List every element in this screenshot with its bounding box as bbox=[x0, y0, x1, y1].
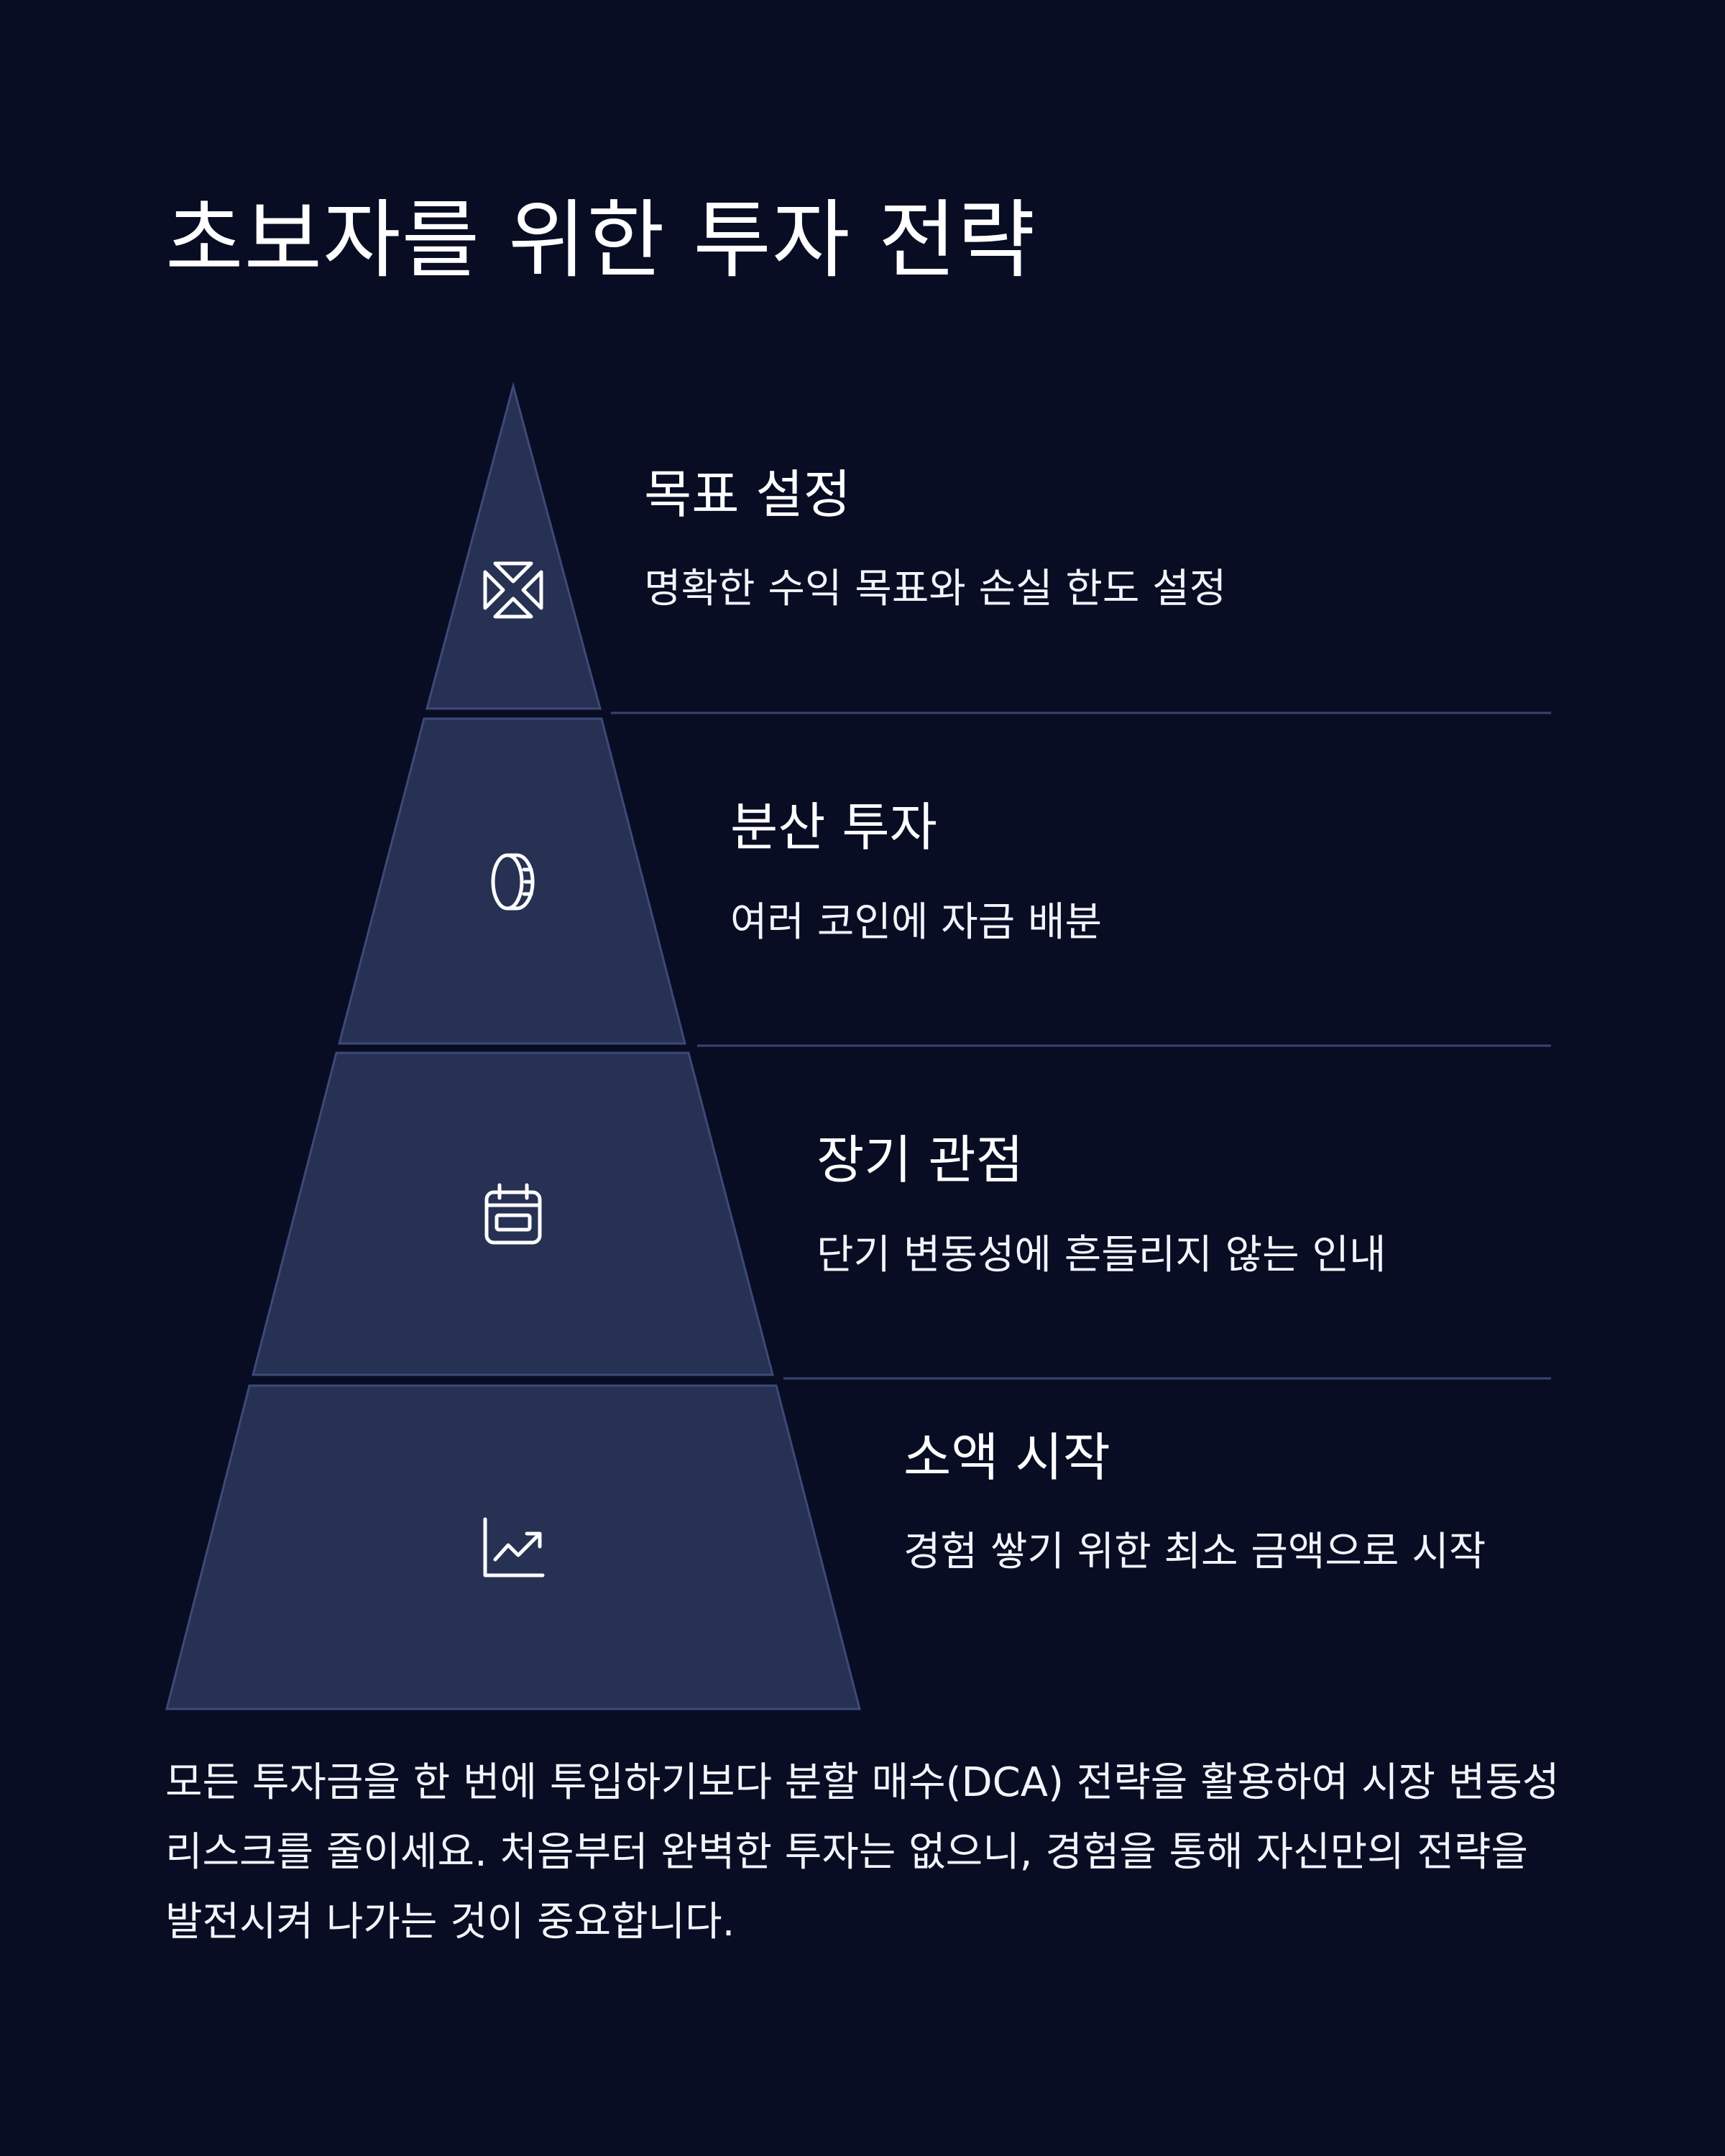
level-2-description: 여러 코인에 자금 배분 bbox=[730, 899, 1103, 946]
page-title: 초보자를 위한 투자 전략 bbox=[165, 190, 1036, 290]
level-3-description: 단기 변동성에 흔들리지 않는 인내 bbox=[816, 1232, 1386, 1279]
level-4-description: 경험 쌓기 위한 최소 금액으로 시작 bbox=[903, 1529, 1486, 1575]
level-1-title: 목표 설정 bbox=[644, 464, 851, 525]
level-2-title: 분산 투자 bbox=[730, 797, 937, 857]
trending-chart-icon bbox=[483, 1517, 545, 1577]
pyramid-tier-4 bbox=[165, 1384, 861, 1710]
summary-text: 모든 투자금을 한 번에 투입하기보다 분할 매수(DCA) 전략을 활용하여 … bbox=[165, 1759, 1560, 1945]
level-1-description: 명확한 수익 목표와 손실 한도 설정 bbox=[644, 566, 1227, 612]
pyramid-tier-1 bbox=[426, 382, 602, 710]
pyramid-diagram bbox=[165, 382, 1551, 1710]
calendar-icon bbox=[484, 1183, 542, 1245]
level-3-title: 장기 관점 bbox=[816, 1130, 1024, 1190]
pyramid-tier-2 bbox=[338, 717, 686, 1045]
level-4-title: 소액 시작 bbox=[903, 1427, 1110, 1488]
coin-icon bbox=[491, 853, 535, 911]
target-arrows-icon bbox=[483, 561, 543, 619]
